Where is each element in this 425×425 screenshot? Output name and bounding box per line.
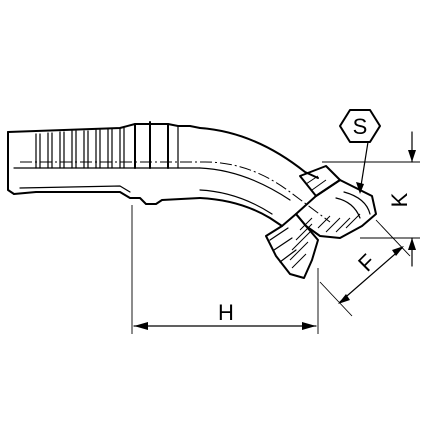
s-label: S xyxy=(353,114,368,139)
f-dimension: F xyxy=(319,219,411,317)
f-label: F xyxy=(353,249,380,276)
s-callout: S xyxy=(339,109,381,194)
center-line xyxy=(20,161,331,223)
hose-tail xyxy=(7,121,201,205)
nut-body xyxy=(265,165,377,279)
k-label: K xyxy=(387,192,412,207)
elbow-body xyxy=(199,127,319,227)
k-dimension: K xyxy=(322,131,420,267)
hexagon-icon xyxy=(339,109,381,143)
h-dimension: H xyxy=(131,205,319,334)
section-hatching xyxy=(289,175,361,269)
h-label: H xyxy=(218,300,234,325)
